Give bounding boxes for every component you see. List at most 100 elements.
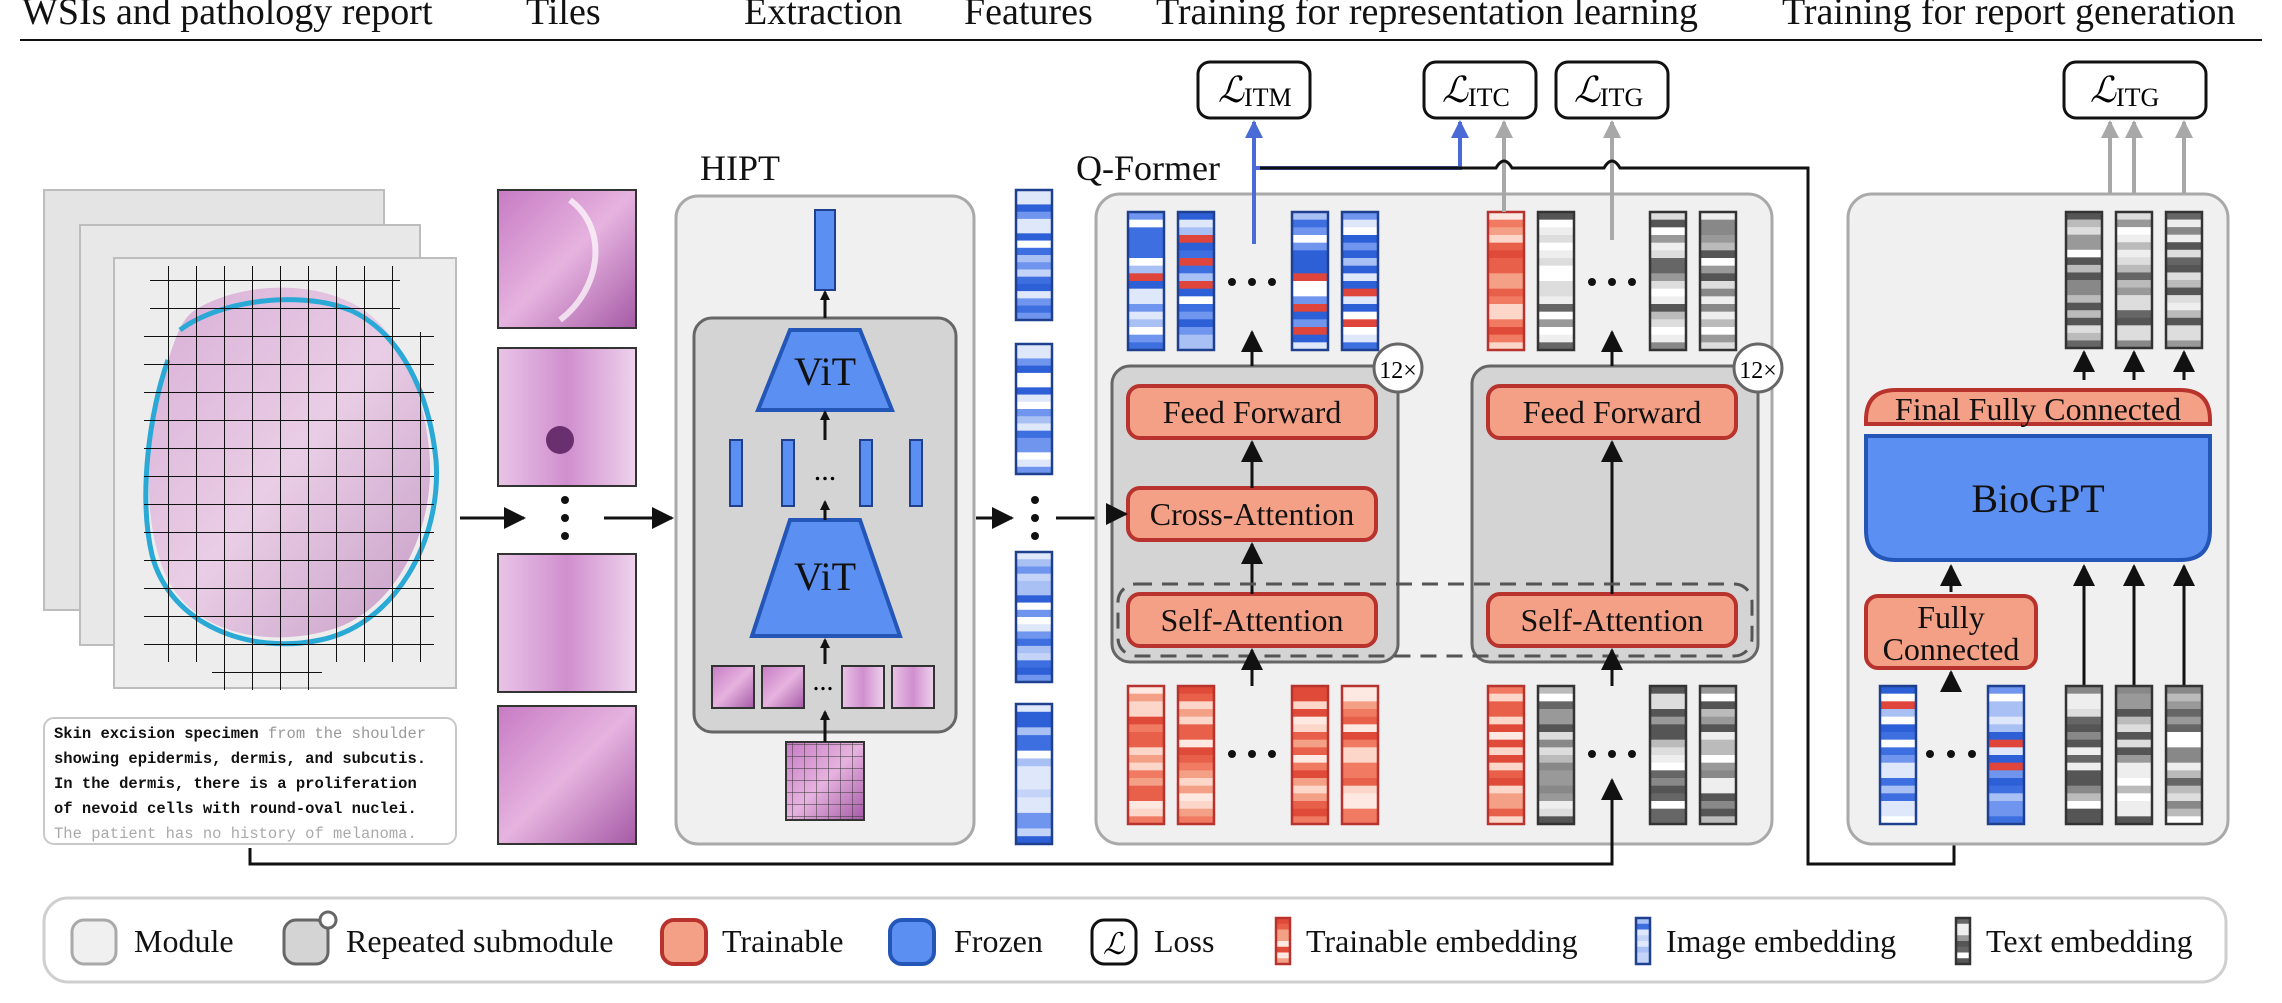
text-output-3 — [1698, 210, 1738, 352]
header-extraction: Extraction — [744, 0, 902, 33]
tile-grid-top — [150, 266, 400, 332]
feature-embeddings — [1014, 188, 1054, 846]
loss-itm — [1196, 60, 1312, 120]
svg-text:Skin excision specimen from th: Skin excision specimen from the shoulder — [54, 725, 426, 743]
tile-grid — [144, 332, 434, 662]
hipt-thumb-4 — [891, 665, 935, 709]
report-gen-module: Final Fully Connected BioGPT Fully Conne… — [1846, 192, 2230, 846]
report-text-input-1 — [2064, 684, 2104, 826]
loss-itg-qformer — [1554, 60, 1670, 120]
hipt-thumb-2 — [761, 665, 805, 709]
legend-trainable-emb: Trainable embedding — [1306, 923, 1578, 959]
features-dots — [1031, 496, 1039, 540]
query-input-4 — [1340, 684, 1380, 826]
feed-forward-right-label: Feed Forward — [1523, 394, 1702, 430]
tiles-dots — [561, 496, 569, 540]
legend-text-emb-swatch — [1954, 916, 1972, 966]
vit-top-label: ViT — [794, 349, 856, 394]
loss-itg-report — [2062, 60, 2208, 120]
tile-grid-bottom — [212, 662, 322, 690]
report-line3: In the dermis, there is a proliferation — [54, 775, 417, 793]
biogpt — [1864, 434, 2212, 562]
report-box — [43, 717, 457, 845]
legend-trainable-emb-bar — [1274, 916, 1292, 966]
query-input-3 — [1290, 684, 1330, 826]
legend-loss-swatch — [1090, 918, 1138, 966]
text-input-cls — [1486, 684, 1526, 826]
loss-itm-symbol: ℒ — [1218, 70, 1245, 110]
legend-loss: Loss — [1154, 923, 1214, 959]
legend-frozen: Frozen — [954, 923, 1043, 959]
tile-4 — [497, 705, 637, 845]
final-fc — [1864, 388, 2212, 426]
header-report-gen: Training for report generation — [1782, 0, 2235, 33]
header-features: Features — [964, 0, 1093, 33]
cross-attention-label: Cross-Attention — [1150, 496, 1354, 532]
report-line1-light: from the shoulder — [259, 725, 426, 743]
legend-module: Module — [134, 923, 234, 959]
legend-image-emb: Image embedding — [1666, 923, 1896, 959]
loss-boxes: ℒ ITM ℒ ITC ℒ ITG ℒ ITG — [1196, 60, 2208, 120]
vit-bottom-label: ViT — [794, 554, 856, 599]
self-attention-right-label: Self-Attention — [1520, 602, 1703, 638]
report-text-input-2 — [2114, 684, 2154, 826]
text-input-3 — [1698, 684, 1738, 826]
report-line5: The patient has no history of melanoma. — [54, 825, 417, 843]
report-line2: showing epidermis, dermis, and subcutis. — [54, 750, 426, 768]
legend-trainable: Trainable — [722, 923, 843, 959]
text-input-1 — [1536, 684, 1576, 826]
qformer-box — [1094, 192, 1774, 846]
header-wsi: WSIs and pathology report — [22, 0, 433, 33]
report-line1-bold: Skin excision specimen — [54, 725, 259, 743]
repeat-badge-left — [1372, 342, 1424, 394]
qformer-label: Q-Former — [1076, 148, 1220, 188]
text-output-1 — [1536, 210, 1576, 352]
loss-itm-sub: ITM — [1244, 83, 1292, 112]
legend-image-emb-swatch — [1634, 916, 1652, 966]
report-line4: of nevoid cells with round-oval nuclei. — [54, 800, 417, 818]
query-output-2 — [1176, 210, 1216, 352]
qformer-embeddings — [1126, 210, 1738, 826]
legend-text-emb: Text embedding — [1986, 923, 2193, 959]
loss-itc — [1422, 60, 1538, 120]
report-gen-embeddings — [1878, 210, 2204, 826]
legend-frozen-swatch — [888, 918, 936, 966]
biogpt-label: BioGPT — [1971, 476, 2104, 521]
text-input-2 — [1648, 684, 1688, 826]
tile-images — [497, 189, 637, 845]
repeat-right-text: 12× — [1739, 358, 1777, 384]
fc-line1: Fully — [1917, 599, 1985, 635]
feature-embedding-3 — [1014, 550, 1054, 684]
legend-repeated-swatch — [282, 918, 330, 966]
shared-self-attention — [1116, 582, 1754, 658]
text-output-cls — [1486, 210, 1526, 352]
query-output-4 — [1340, 210, 1380, 352]
query-input-2 — [1176, 684, 1216, 826]
tile-2 — [497, 347, 637, 487]
feature-embedding-1 — [1014, 188, 1054, 322]
wsi-stack — [43, 189, 457, 690]
repeat-left-text: 12× — [1379, 358, 1417, 384]
loss-itg2-sub: ITG — [2116, 83, 2159, 112]
final-fc-label: Final Fully Connected — [1895, 391, 2181, 427]
feature-embedding-4 — [1014, 702, 1054, 846]
arrow-report-to-qformer — [248, 778, 1623, 866]
report-query-1 — [1878, 684, 1918, 826]
header-tiles: Tiles — [526, 0, 601, 33]
hipt-thumb-dots: ... — [813, 666, 834, 697]
feature-embedding-2 — [1014, 342, 1054, 476]
fc-line2: Connected — [1883, 631, 2020, 667]
hipt-output-embedding — [814, 209, 836, 291]
query-input-1 — [1126, 684, 1166, 826]
legend-trainable-emb-swatch — [1274, 916, 1292, 966]
qformer-module: Q-Former 12× Feed Forward Cross-Attentio… — [1076, 148, 1784, 846]
report-text-input-3 — [2164, 684, 2204, 826]
legend-trainable-swatch — [660, 918, 708, 966]
legend-text-emb-bar — [1954, 916, 1972, 966]
report-query-2 — [1986, 684, 2026, 826]
vit-top — [755, 328, 895, 412]
feed-forward-right — [1486, 384, 1738, 440]
report-output-3 — [2164, 210, 2204, 350]
tile-3 — [497, 553, 637, 693]
